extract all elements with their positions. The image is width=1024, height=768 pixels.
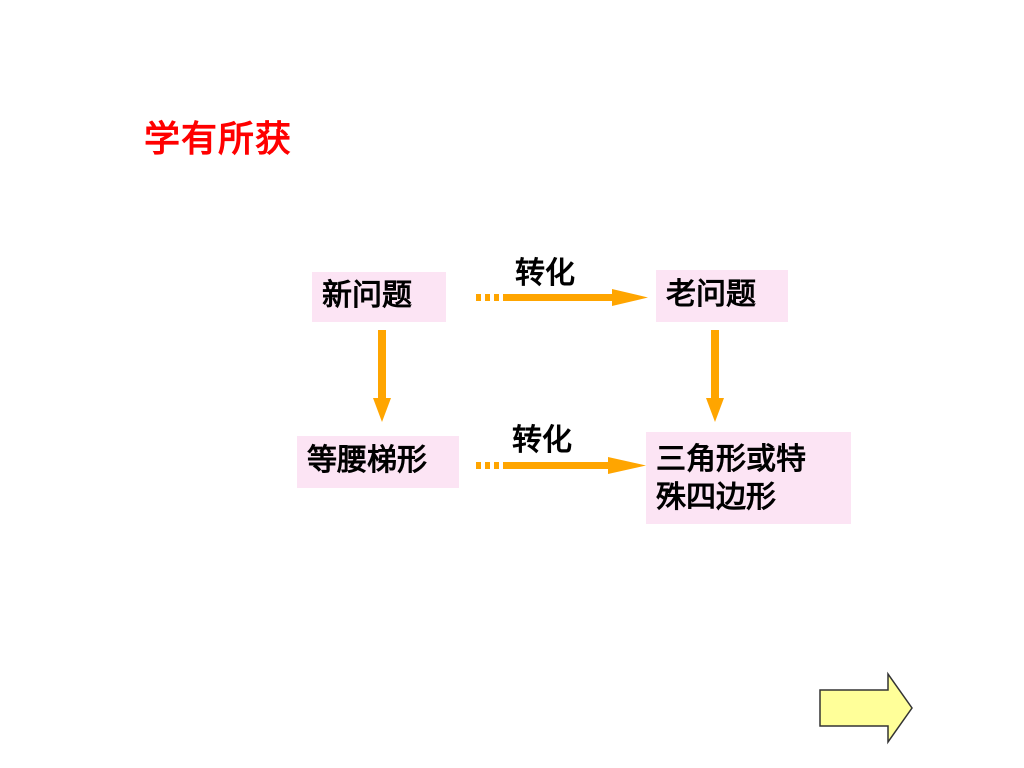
edge-label-top: 转化	[515, 256, 575, 291]
slide-title: 学有所获	[144, 119, 293, 160]
right-arrow-icon[interactable]	[819, 671, 913, 745]
arrow-right-vertical	[706, 330, 724, 422]
node-old-problem-label: 老问题	[666, 277, 756, 312]
node-isosceles-trapezoid: 等腰梯形	[297, 436, 459, 488]
node-new-problem-label: 新问题	[322, 278, 412, 313]
arrow-top-horizontal	[476, 289, 648, 306]
node-triangle-special-line1: 三角形或特	[656, 442, 806, 477]
node-isosceles-trapezoid-label: 等腰梯形	[307, 443, 427, 478]
next-slide-button[interactable]	[819, 671, 913, 745]
node-new-problem: 新问题	[312, 272, 446, 322]
arrow-bottom-horizontal	[476, 457, 646, 474]
node-old-problem: 老问题	[656, 270, 788, 322]
edge-label-bottom: 转化	[512, 423, 572, 458]
node-triangle-special-line2: 殊四边形	[656, 480, 776, 515]
node-triangle-special: 三角形或特 殊四边形	[646, 432, 851, 524]
arrow-left-vertical	[373, 330, 391, 422]
